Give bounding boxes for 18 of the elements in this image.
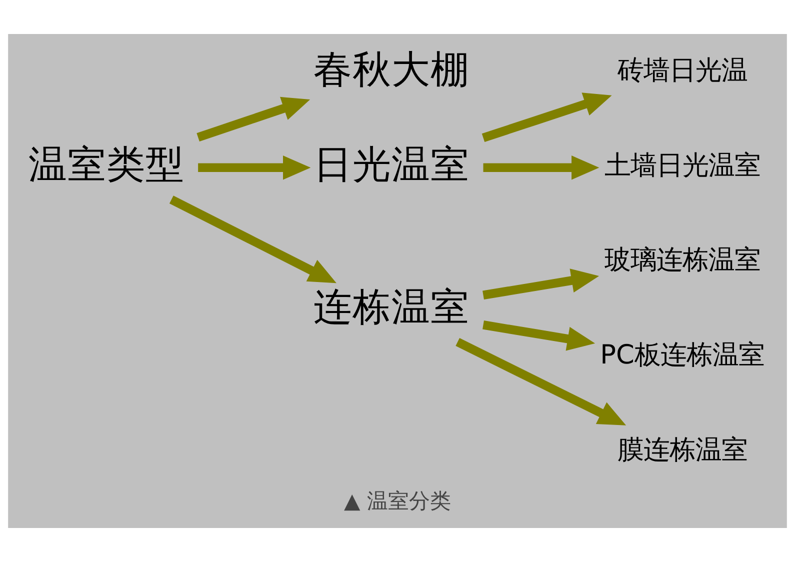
node-text: 膜连栋温室	[617, 436, 748, 466]
arrow	[482, 92, 612, 142]
arrow	[483, 156, 600, 180]
node-text: 玻璃连栋温室	[604, 246, 760, 276]
arrow	[482, 320, 596, 351]
arrow	[482, 268, 600, 300]
arrow	[196, 96, 310, 142]
arrow	[198, 156, 311, 180]
node-text: 日光温室	[313, 142, 470, 188]
arrow	[456, 338, 626, 426]
arrow	[169, 196, 336, 284]
caption: ▲ 温室分类	[344, 488, 451, 513]
node-text: PC板连栋温室	[600, 340, 764, 371]
node-text: 连栋温室	[313, 284, 470, 330]
node-text: 温室类型	[28, 142, 185, 188]
node-text: 砖墙日光温	[617, 56, 748, 86]
node-text: 春秋大棚	[313, 48, 470, 93]
node-text: 土墙日光温室	[604, 150, 760, 181]
